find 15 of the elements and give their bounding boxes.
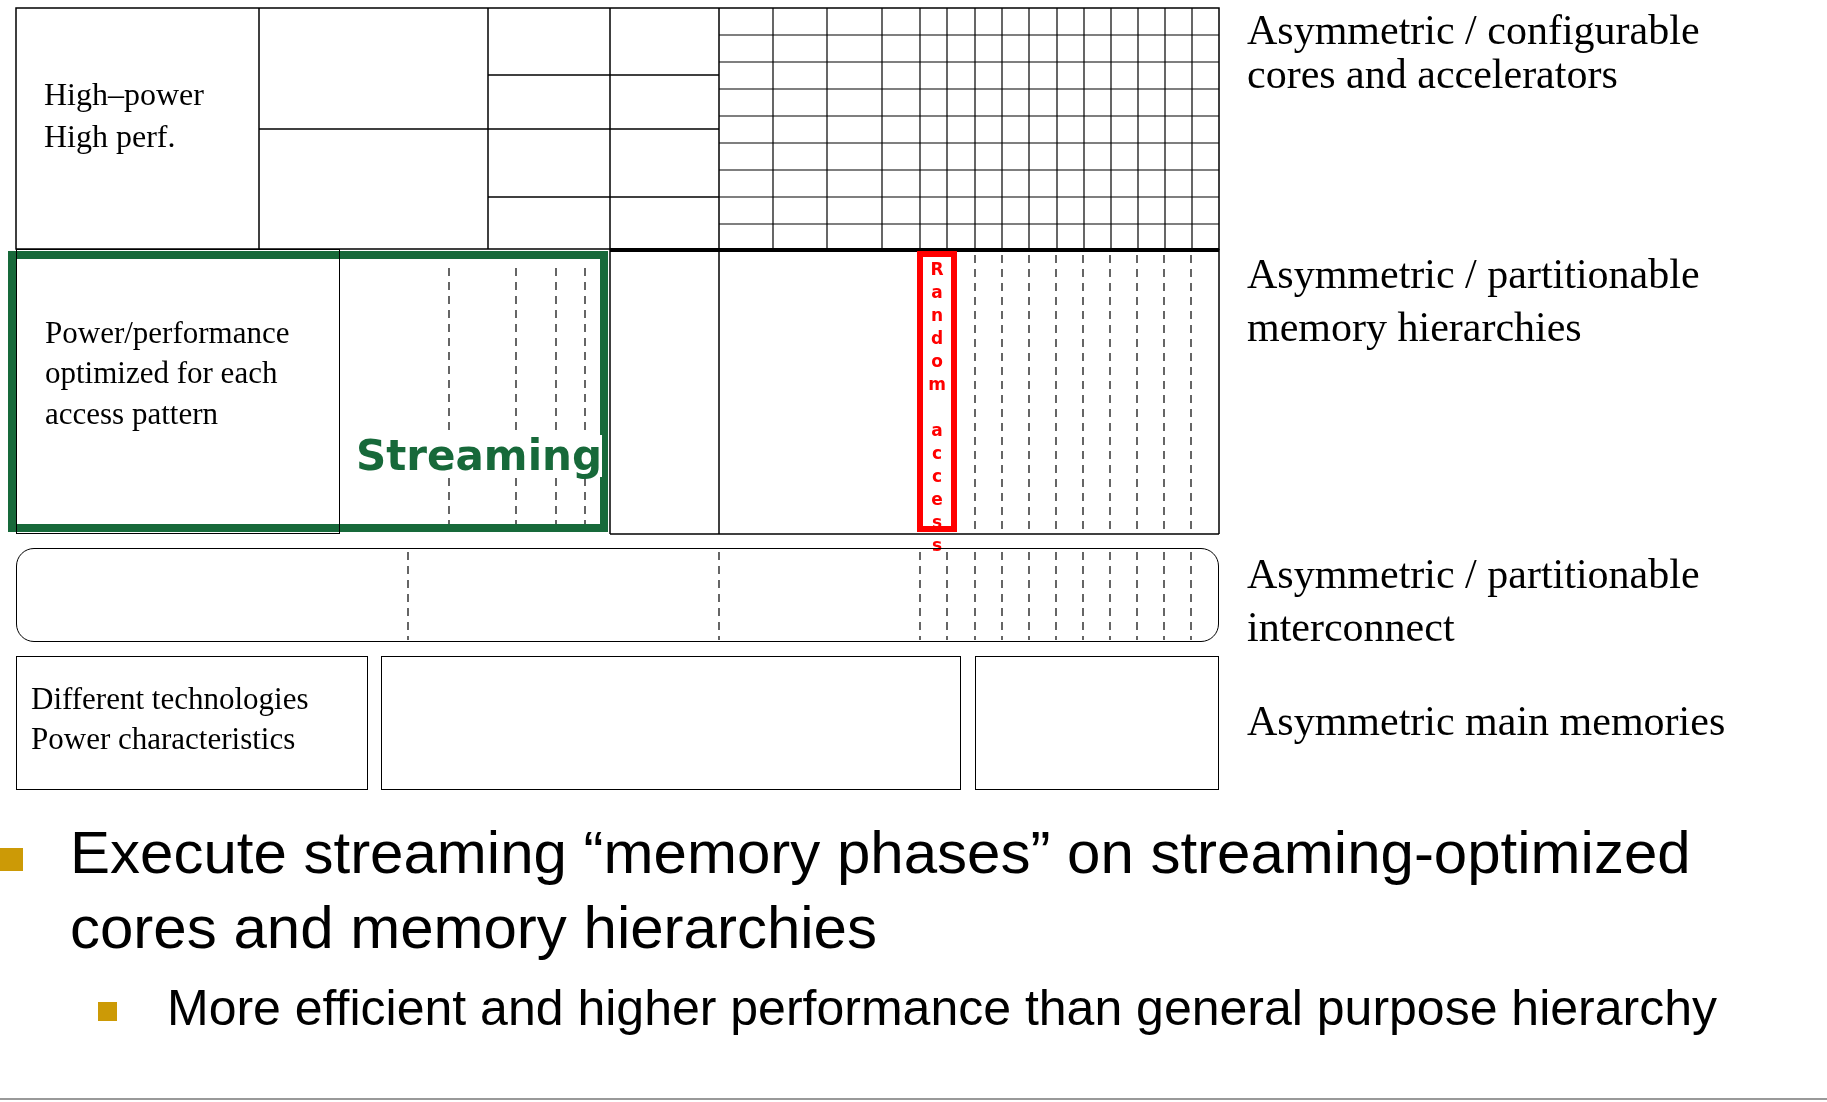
box-label: Different technologies Power characteristics bbox=[31, 680, 310, 759]
memory-cell bbox=[16, 249, 340, 534]
row-label: Asymmetric / partitionable interconnect bbox=[1247, 550, 1701, 652]
memory-box bbox=[381, 656, 961, 790]
row-label: Asymmetric / partitionable memory hierarchies bbox=[1247, 250, 1701, 352]
memory-box bbox=[16, 656, 368, 790]
box-label: Power/performance optimized for each access pattern bbox=[45, 314, 291, 433]
memory-box bbox=[975, 656, 1219, 790]
box-label: Streaming bbox=[356, 435, 602, 477]
streaming-highlight bbox=[8, 251, 608, 532]
box-label: High–power High perf. bbox=[44, 75, 205, 156]
row-label: Asymmetric / configurable cores and accelerators bbox=[1247, 8, 1701, 97]
sub-bullet-text: More efficient and higher performance than general purpose hierarchy bbox=[167, 979, 1718, 1038]
bullet-text: Execute streaming “memory phases” on streaming-optimized cores and memory hierarchies bbox=[70, 818, 1692, 963]
row-label: Asymmetric main memories bbox=[1247, 697, 1727, 746]
